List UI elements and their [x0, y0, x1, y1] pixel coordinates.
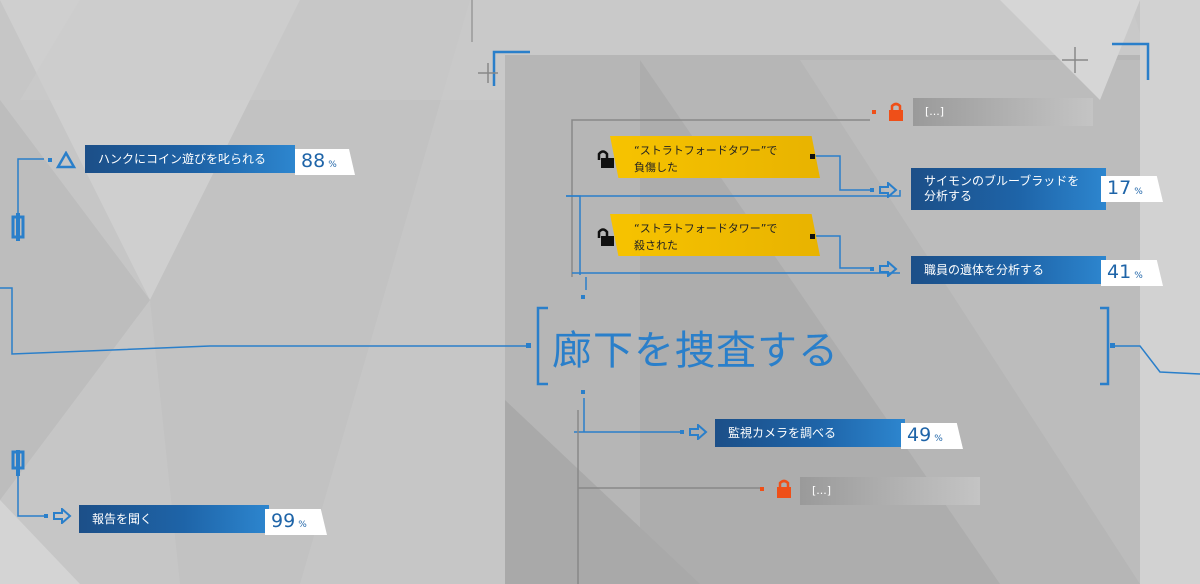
lock-icon: [760, 479, 794, 503]
decision-node-hank[interactable]: ハンクにコイン遊びを叱られる 88%: [85, 145, 355, 175]
decision-label: 職員の遺体を分析する: [911, 256, 1106, 284]
decision-node-report[interactable]: 報告を聞く 99%: [79, 505, 339, 535]
chapter-scene-title: 廊下を捜査する: [552, 328, 839, 374]
arrow-right-icon: [44, 506, 74, 528]
decision-label: 報告を聞く: [79, 505, 269, 533]
percent-badge: 17%: [1101, 176, 1163, 202]
arrow-right-icon: [870, 180, 900, 202]
decision-node-camera[interactable]: 監視カメラを調べる 49%: [715, 419, 975, 449]
unlock-icon: [596, 149, 616, 173]
percent-badge: 88%: [295, 149, 355, 175]
connector-icon: [10, 213, 26, 245]
node-dot: [810, 154, 815, 159]
unlock-icon: [596, 227, 616, 251]
triangle-button-icon: [48, 150, 82, 173]
decision-label: サイモンのブルーブラッドを分析する: [911, 168, 1106, 210]
condition-node-injured: “ストラトフォードタワー”で 負傷した: [610, 136, 820, 178]
arrow-right-icon: [680, 422, 710, 444]
percent-badge: 49%: [901, 423, 963, 449]
node-dot: [810, 234, 815, 239]
locked-node-mid: [...]: [800, 477, 980, 505]
decision-node-body[interactable]: 職員の遺体を分析する 41%: [911, 256, 1171, 286]
decision-node-blueblood[interactable]: サイモンのブルーブラッドを分析する 17%: [911, 168, 1171, 212]
connector-icon: [10, 450, 26, 480]
decision-label: ハンクにコイン遊びを叱られる: [85, 145, 295, 173]
percent-badge: 41%: [1101, 260, 1163, 286]
percent-badge: 99%: [265, 509, 327, 535]
condition-node-killed: “ストラトフォードタワー”で 殺された: [610, 214, 820, 256]
arrow-right-icon: [870, 259, 900, 281]
locked-node-top: [...]: [913, 98, 1093, 126]
lock-icon: [872, 102, 906, 126]
decision-label: 監視カメラを調べる: [715, 419, 905, 447]
